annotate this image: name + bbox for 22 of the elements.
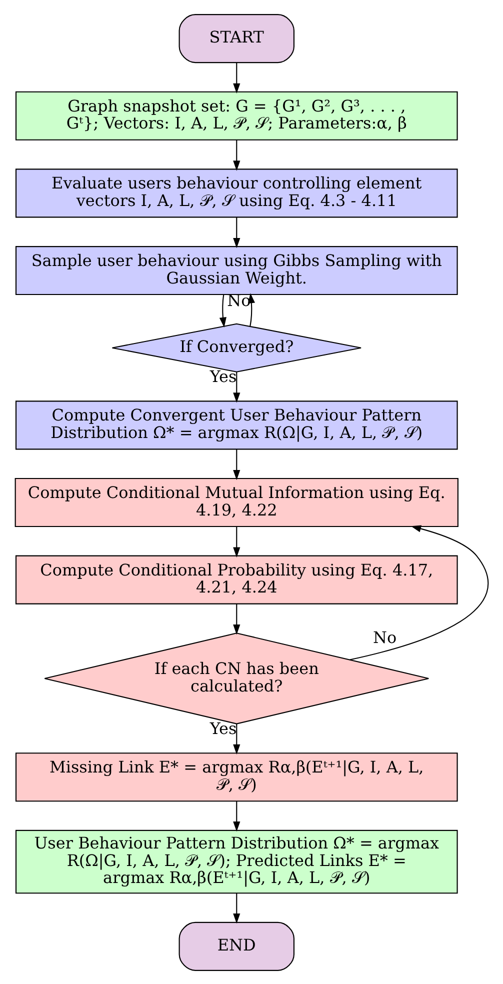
arrow — [232, 723, 240, 754]
arrow — [232, 140, 240, 170]
arrow — [232, 800, 240, 832]
arrow — [232, 62, 240, 93]
node-box: Compute Conditional Probability using Eq. 4.17, 4.21, 4.24 — [14, 554, 458, 604]
arrow — [349, 524, 488, 660]
node-box: Graph snapshot set: G = {G¹, G², G³, . . . , Gᵗ}; Vectors: I, A, L, 𝒫, 𝒮; Parameters:α, β — [14, 90, 458, 140]
arrow — [218, 294, 226, 327]
arrow — [232, 216, 240, 248]
arrow — [232, 372, 240, 402]
node-box: Sample user behaviour using Gibbs Sampling with Gaussian Weight. — [14, 246, 458, 295]
node-box: Evaluate users behaviour controlling element vectors I, A, L, 𝒫, 𝒮 using Eq. 4.3 - 4.11 — [14, 168, 458, 218]
node-box: Missing Link E* = argmax Rα,β(Eᵗ⁺¹|G, I, A, L, 𝒫, 𝒮) — [14, 752, 458, 802]
arrow — [232, 603, 240, 634]
node-box: User Behaviour Pattern Distribution Ω* = argmax R(Ω|G, I, A, L, 𝒫, 𝒮); Predicted Links E* = argmax Rα,β(Eᵗ⁺¹|G, I, A, L, 𝒫, 𝒮) — [14, 829, 458, 894]
arrow — [232, 892, 240, 924]
arrow — [232, 526, 240, 557]
node-box: START — [178, 14, 294, 63]
node-box: Compute Conditional Mutual Information using Eq. 4.19, 4.22 — [14, 477, 458, 527]
node-box: END — [178, 921, 294, 970]
node-box: Compute Convergent User Behaviour Pattern Distribution Ω* = argmax R(Ω|G, I, A, L, 𝒫, 𝒮) — [14, 400, 458, 450]
arrow — [232, 448, 240, 480]
